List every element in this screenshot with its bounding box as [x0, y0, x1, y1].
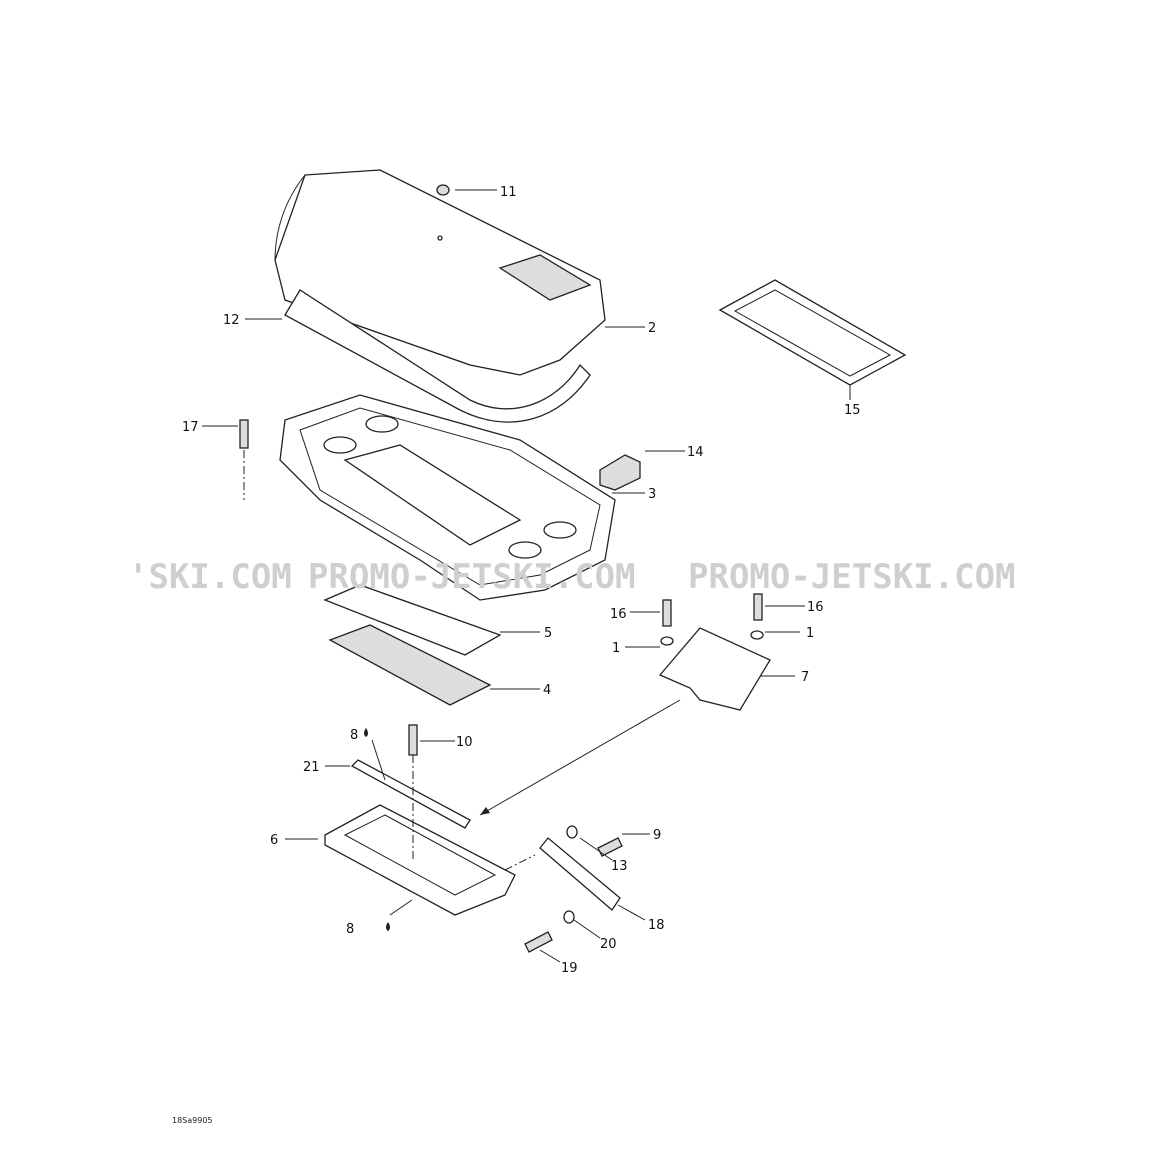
callout-3: 3	[648, 487, 656, 502]
leader-lines	[202, 189, 851, 963]
part-seal	[284, 289, 591, 423]
part-gasket	[718, 279, 907, 386]
callout-4: 4	[543, 683, 551, 698]
callout-21: 21	[303, 760, 320, 775]
callout-1: 1	[806, 626, 814, 641]
callout-16: 16	[807, 600, 824, 615]
callout-13: 13	[611, 859, 628, 874]
callout-14: 14	[687, 445, 704, 460]
callout-7: 7	[801, 670, 809, 685]
callout-6: 6	[270, 833, 278, 848]
watermark-text: PROMO-JETSKI.COM	[688, 557, 1016, 597]
callout-20: 20	[600, 937, 617, 952]
callout-19: 19	[561, 961, 578, 976]
callout-16: 16	[610, 607, 627, 622]
callout-11: 11	[500, 185, 517, 200]
part-pad	[599, 454, 641, 491]
fasteners	[239, 419, 764, 953]
callout-8: 8	[350, 728, 358, 743]
callout-12: 12	[223, 313, 240, 328]
callout-17: 17	[182, 420, 199, 435]
callout-5: 5	[544, 626, 552, 641]
part-grommet	[436, 184, 450, 196]
callout-labels: 11 12 2 15 17 14 3 16 16 5 1 1 7 4 8 10 …	[182, 185, 861, 976]
callout-18: 18	[648, 918, 665, 933]
part-strip	[350, 759, 471, 829]
part-base	[279, 394, 616, 601]
watermark-text: 'SKI.COM	[128, 557, 292, 597]
watermark-text: PROMO-JETSKI.COM	[308, 557, 636, 597]
callout-2: 2	[648, 321, 656, 336]
part-housing	[324, 804, 516, 916]
callout-8: 8	[346, 922, 354, 937]
part-screen	[328, 624, 492, 706]
drawing-code: 18Sa9905	[172, 1116, 213, 1125]
watermark: 'SKI.COM PROMO-JETSKI.COM PROMO-JETSKI.C…	[128, 557, 1016, 597]
callout-1: 1	[612, 641, 620, 656]
callout-15: 15	[844, 403, 861, 418]
part-bracket	[539, 837, 621, 911]
part-cover	[274, 169, 606, 376]
callout-10: 10	[456, 735, 473, 750]
callout-9: 9	[653, 828, 661, 843]
part-frame-gasket	[323, 584, 502, 656]
part-plate	[658, 627, 771, 711]
